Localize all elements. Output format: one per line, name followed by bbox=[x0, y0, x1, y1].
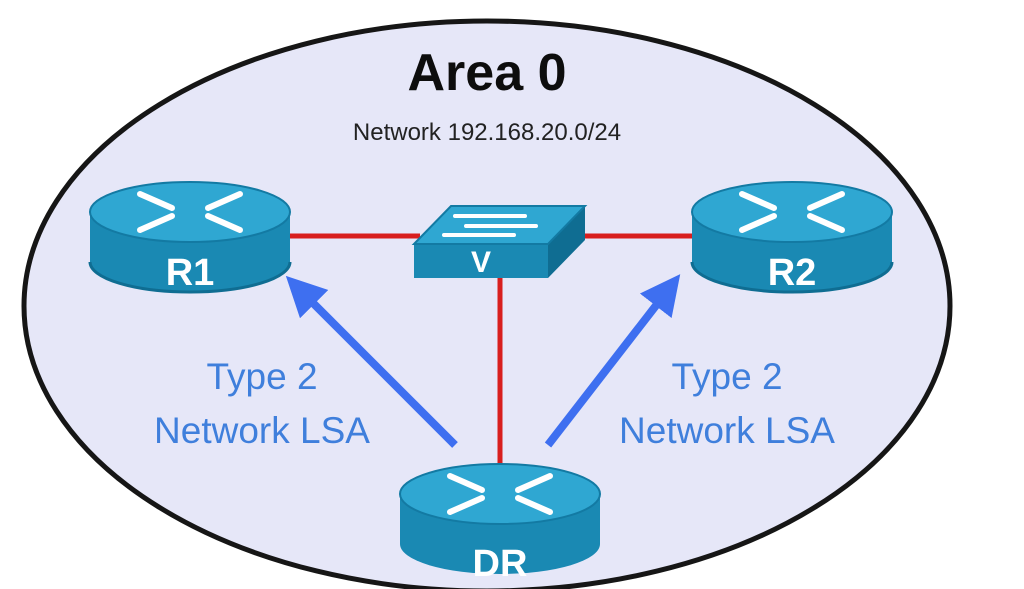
switch-arrows-icon bbox=[442, 214, 538, 237]
router-arrows-icon bbox=[739, 191, 845, 233]
links bbox=[290, 233, 692, 480]
lsa-label-left-line2: Network LSA bbox=[154, 410, 370, 451]
router-r2-label: R2 bbox=[768, 252, 817, 294]
lsa-arrow-to-r1 bbox=[285, 275, 458, 448]
lsa-label-left: Type 2 Network LSA bbox=[154, 356, 370, 451]
switch-v-label: V bbox=[471, 246, 491, 279]
router-arrows-icon bbox=[447, 473, 553, 515]
lsa-label-right: Type 2 Network LSA bbox=[619, 356, 835, 451]
router-dr[interactable]: DR bbox=[399, 463, 601, 585]
lsa-arrow-to-r2 bbox=[544, 274, 681, 448]
router-arrows-icon bbox=[137, 191, 243, 233]
lsa-label-left-line1: Type 2 bbox=[206, 356, 317, 397]
router-r1-label: R1 bbox=[166, 252, 215, 294]
lsa-label-right-line1: Type 2 bbox=[671, 356, 782, 397]
area-boundary bbox=[21, 18, 953, 589]
switch-v[interactable]: V bbox=[411, 205, 588, 279]
area-title: Area 0 bbox=[408, 44, 567, 102]
network-subtitle: Network 192.168.20.0/24 bbox=[353, 119, 621, 146]
lsa-label-right-line2: Network LSA bbox=[619, 410, 835, 451]
router-r1[interactable]: R1 bbox=[88, 181, 292, 294]
router-dr-label: DR bbox=[473, 543, 528, 585]
router-r2[interactable]: R2 bbox=[690, 181, 894, 294]
